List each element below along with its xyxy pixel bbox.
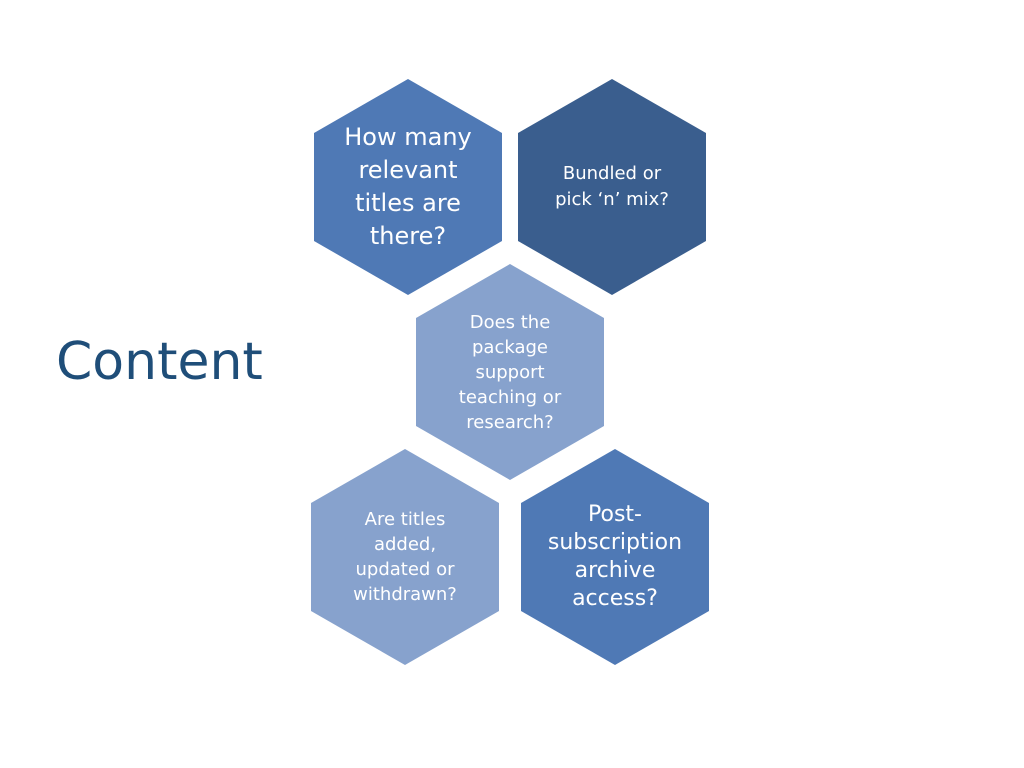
- hexagon-text: Bundled or pick ‘n’ mix?: [555, 163, 669, 210]
- hexagon-text: Post- subscription archive access?: [547, 502, 683, 611]
- hexagon-text: Are titles added, updated or withdrawn?: [353, 509, 457, 605]
- slide-title: Content: [56, 332, 263, 392]
- hexagon-text: How many relevant titles are there?: [344, 123, 472, 250]
- hexagon-archive-access: Post- subscription archive access?: [521, 449, 709, 665]
- hexagon-text: Does the package support teaching or res…: [458, 311, 562, 433]
- hexagon-bundled-or-pick-mix: Bundled or pick ‘n’ mix?: [518, 79, 706, 295]
- hexagon-teaching-or-research: Does the package support teaching or res…: [416, 264, 604, 480]
- hexagon-titles-added-updated: Are titles added, updated or withdrawn?: [311, 449, 499, 665]
- hexagon-relevant-titles: How many relevant titles are there?: [314, 79, 502, 295]
